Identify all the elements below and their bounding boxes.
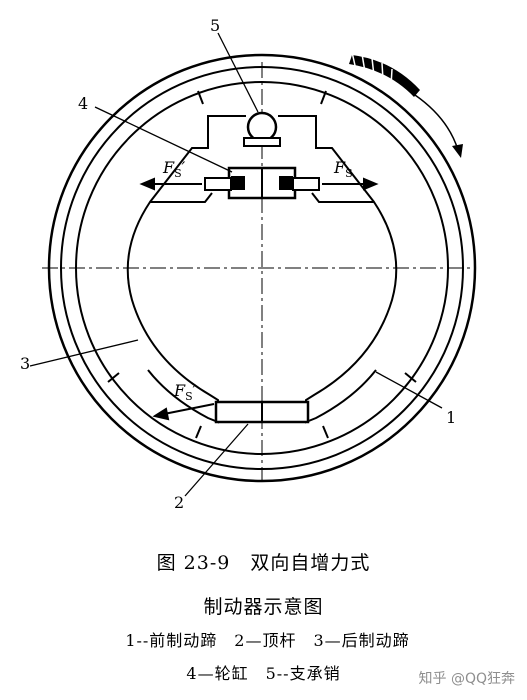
brake-drum-inner: [60, 66, 464, 470]
callout-5: 5: [210, 16, 221, 35]
callout-2: 2: [174, 493, 185, 512]
brake-diagram: [29, 32, 477, 497]
lining-joints: [107, 90, 417, 439]
rear-brake-shoe-web: [126, 115, 246, 424]
wheel-cylinder: [204, 166, 320, 200]
leader-lines: [29, 32, 443, 497]
force-label-right: FS: [334, 158, 353, 181]
brake-lining: [75, 81, 449, 455]
support-pin-bracket: [243, 137, 281, 147]
callout-3: 3: [20, 354, 31, 373]
force-arrows: [139, 177, 379, 421]
legend-line-2: 4—轮缸 5--支承销: [186, 664, 341, 683]
figure-subtitle: 制动器示意图: [203, 596, 324, 618]
callout-1: 1: [446, 408, 457, 427]
force-label-left: FS′: [163, 158, 186, 181]
front-brake-shoe-web: [278, 115, 398, 424]
legend-line-1: 1--前制动蹄 2—顶杆 3—后制动蹄: [125, 631, 410, 650]
force-label-bottom: FS′: [174, 381, 197, 404]
rotation-arrow-icon: [349, 51, 463, 158]
callout-4: 4: [78, 94, 89, 113]
shoe-web-inner-arcs: [150, 192, 374, 203]
push-rod: [214, 400, 310, 424]
figure-title: 图 23-9 双向自增力式: [156, 552, 371, 574]
brake-drum-outer: [47, 53, 477, 483]
support-pin: [246, 111, 278, 143]
watermark: 知乎 @QQ狂奔: [418, 671, 516, 687]
